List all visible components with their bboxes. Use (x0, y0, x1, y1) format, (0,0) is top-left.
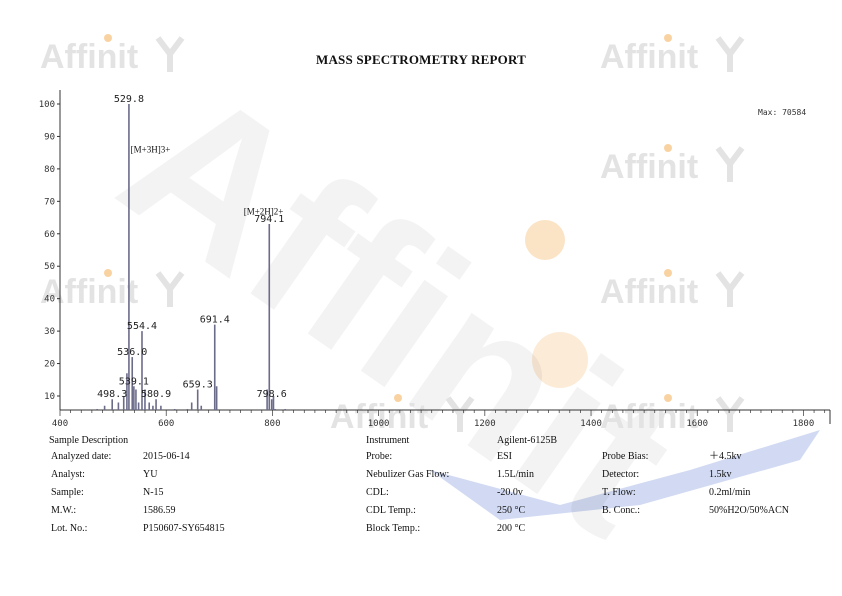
info-label: Detector: (602, 469, 640, 480)
y-tick-label: 40 (44, 295, 55, 305)
peak-label: 536.0 (117, 347, 147, 358)
info-value: 1.5L/min (497, 469, 534, 480)
peak-label: 794.1 (254, 214, 284, 225)
info-label: Probe: (366, 451, 393, 462)
y-tick-label: 60 (44, 230, 55, 240)
y-tick-label: 50 (44, 262, 55, 272)
x-tick-label: 1000 (368, 419, 390, 429)
info-label: Nebulizer Gas Flow: (366, 469, 450, 480)
sample-heading: Sample Description (49, 435, 129, 446)
info-value: 0.2ml/min (709, 487, 751, 498)
info-value: 200 °C (497, 523, 526, 534)
y-tick-label: 30 (44, 327, 55, 337)
y-tick-label: 70 (44, 197, 55, 207)
x-tick-label: 1800 (793, 419, 815, 429)
info-value: P150607-SY654815 (143, 523, 225, 534)
y-tick-label: 80 (44, 165, 55, 175)
y-tick-label: 100 (39, 100, 55, 110)
info-label: Block Temp.: (366, 523, 421, 534)
peak-label: 580.9 (141, 389, 171, 400)
info-value: 1.5kv (709, 469, 732, 480)
x-tick-label: 800 (264, 419, 280, 429)
x-tick-label: 1200 (474, 419, 496, 429)
info-value: YU (143, 469, 158, 480)
instrument-heading: Instrument (366, 435, 410, 446)
info-label: T. Flow: (602, 487, 636, 498)
ion-annotation: [M+3H]3+ (131, 145, 171, 155)
peak-label: 554.4 (127, 321, 157, 332)
info-value: 250 °C (497, 505, 526, 516)
info-value: ＋4.5kv (709, 451, 742, 462)
max-intensity-label: Max: 70584 (758, 108, 806, 117)
info-label: Sample: (51, 487, 84, 498)
peak-label: 798.6 (257, 389, 287, 400)
info-label: Lot. No.: (51, 523, 88, 534)
info-label: Analyzed date: (51, 451, 112, 462)
report-title: MASS SPECTROMETRY REPORT (316, 52, 526, 67)
y-tick-label: 90 (44, 132, 55, 142)
y-tick-label: 20 (44, 360, 55, 370)
info-label: Analyst: (51, 469, 85, 480)
info-value: N-15 (143, 487, 164, 498)
info-label: CDL Temp.: (366, 505, 416, 516)
info-value: 1586.59 (143, 505, 176, 516)
x-tick-label: 1400 (580, 419, 602, 429)
ion-annotation: [M+2H]2+ (244, 206, 284, 216)
info-label: Probe Bias: (602, 451, 649, 462)
info-value: -20.0v (497, 487, 523, 498)
x-tick-label: 600 (158, 419, 174, 429)
peak-label: 659.3 (183, 380, 213, 391)
info-value: 50%H2O/50%ACN (709, 505, 789, 516)
info-value: 2015-06-14 (143, 451, 190, 462)
info-label: B. Conc.: (602, 505, 641, 516)
info-label: CDL: (366, 487, 389, 498)
peak-label: 539.1 (119, 376, 149, 387)
instrument-model: Agilent-6125B (497, 435, 557, 446)
y-tick-label: 10 (44, 392, 55, 402)
peak-label: 691.4 (200, 315, 230, 326)
x-tick-label: 1600 (686, 419, 708, 429)
peak-label: 498.3 (97, 389, 127, 400)
x-tick-label: 400 (52, 419, 68, 429)
info-label: M.W.: (51, 505, 77, 516)
peak-label: 529.8 (114, 94, 144, 105)
info-value: ESI (497, 451, 512, 462)
